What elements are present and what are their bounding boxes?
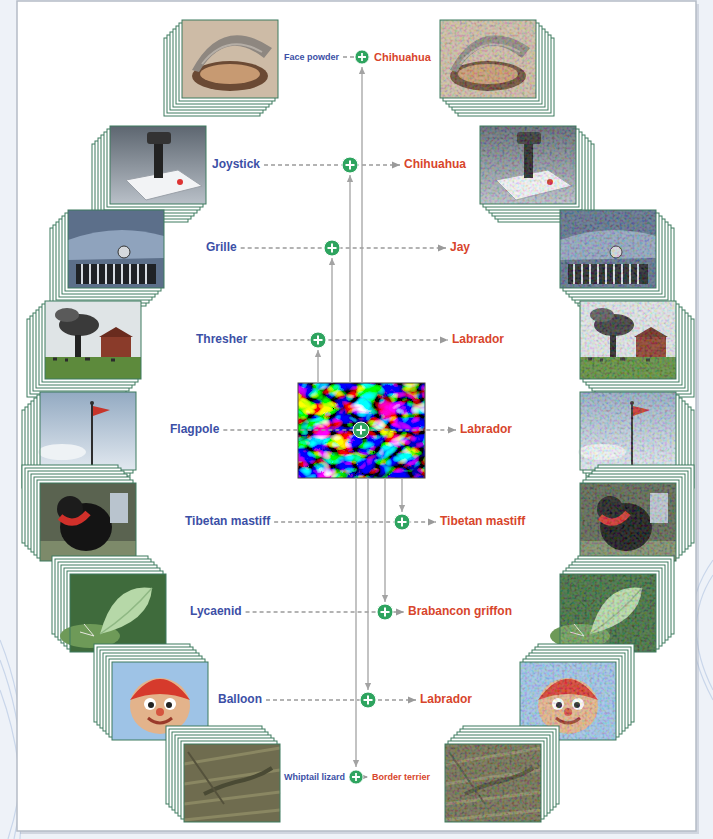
true-class-node: Thresher (45, 301, 251, 379)
predicted-label: Chihuahua (374, 51, 431, 64)
true-label: Flagpole (170, 423, 219, 437)
predicted-label: Labrador (452, 333, 504, 347)
true-label: Joystick (212, 158, 260, 172)
true-class-node: Whiptail lizard (184, 744, 349, 822)
true-class-node: Face powder (182, 20, 343, 98)
predicted-label: Labrador (460, 423, 512, 437)
true-class-node: Joystick (110, 126, 264, 204)
true-label: Thresher (196, 333, 247, 347)
true-class-node: Balloon (112, 662, 266, 740)
left-image-stacks (22, 20, 280, 822)
true-class-node: Tibetan mastiff (40, 483, 274, 561)
predicted-class-node: Labrador (448, 301, 676, 379)
true-class-node: Lycaenid (70, 574, 246, 652)
dashed-arrow (241, 247, 446, 248)
predicted-class-node: Tibetan mastiff (436, 483, 676, 561)
predicted-label: Labrador (420, 693, 472, 707)
dashed-arrow (274, 521, 436, 522)
right-image-stacks (440, 20, 694, 822)
predicted-class-node: Chihuahua (370, 20, 536, 98)
predicted-class-node: Chihuahua (400, 126, 576, 204)
predicted-class-node: Border terrier (368, 744, 541, 822)
predicted-label: Border terrier (372, 772, 430, 782)
predicted-label: Tibetan mastiff (440, 515, 525, 529)
predicted-label: Jay (450, 241, 470, 255)
dashed-arrow (223, 429, 456, 430)
true-label: Whiptail lizard (284, 772, 345, 782)
predicted-class-node: Labrador (416, 662, 616, 740)
true-class-node: Grille (68, 210, 241, 288)
dashed-arrow (266, 699, 416, 700)
predicted-label: Brabancon griffon (408, 605, 512, 619)
true-label: Tibetan mastiff (185, 515, 270, 529)
predicted-label: Chihuahua (404, 158, 466, 172)
true-label: Lycaenid (190, 605, 242, 619)
dashed-arrow (264, 164, 400, 165)
plus-symbols (310, 50, 410, 784)
predicted-class-node: Labrador (456, 392, 676, 470)
true-label: Grille (206, 241, 237, 255)
true-label: Balloon (218, 693, 262, 707)
perturbation-wires (318, 67, 402, 767)
predicted-class-node: Brabancon griffon (404, 574, 656, 652)
figure-panel (17, 1, 696, 831)
true-class-node: Flagpole (40, 392, 223, 470)
true-label: Face powder (284, 52, 339, 62)
predicted-class-node: Jay (446, 210, 656, 288)
